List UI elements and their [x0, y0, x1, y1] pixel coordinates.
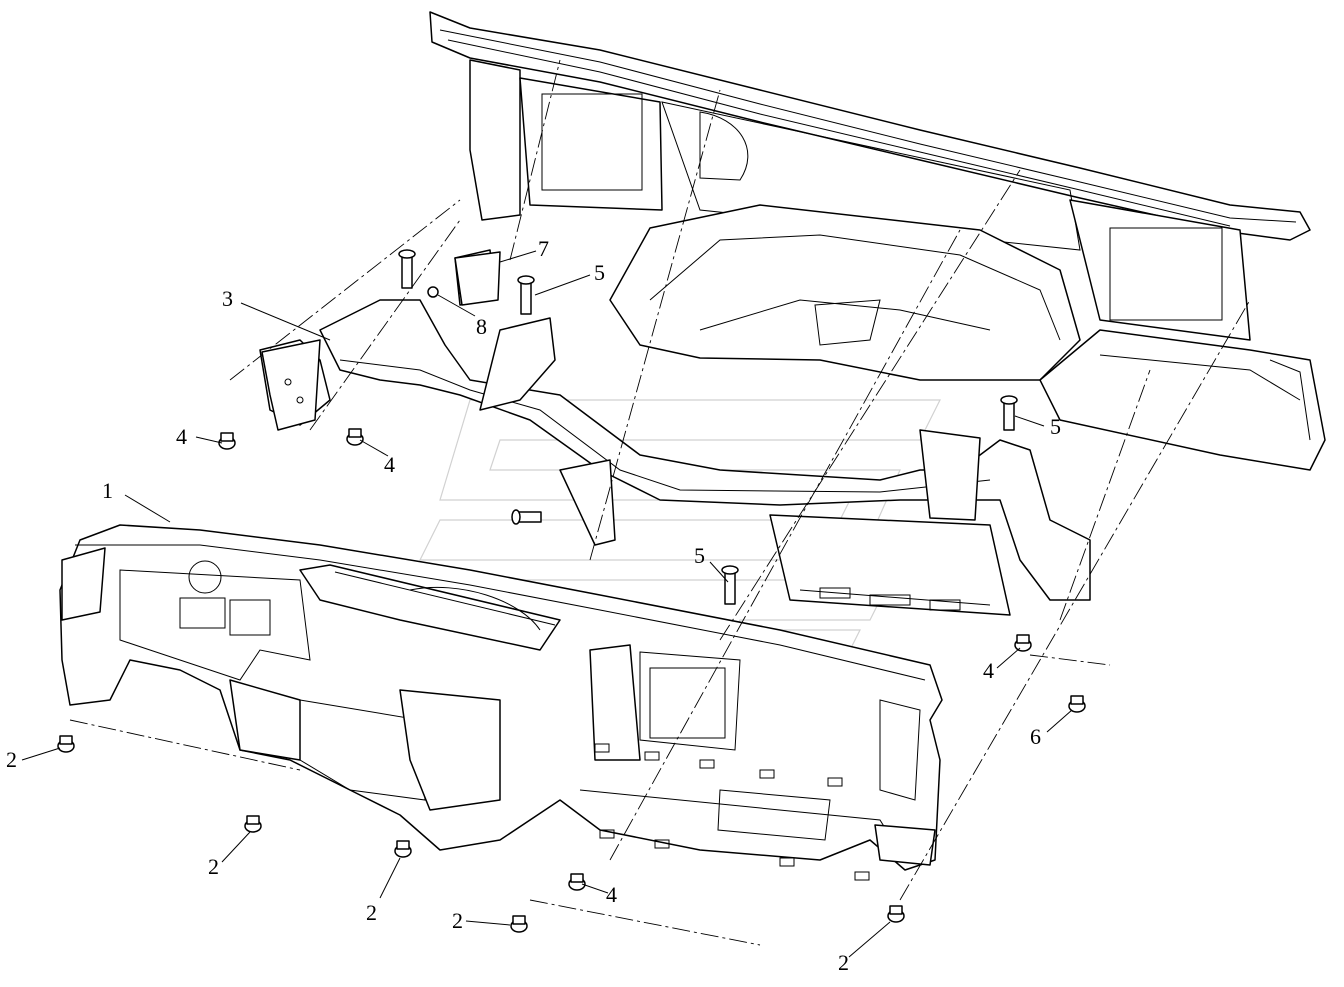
- bolt-6: [1068, 695, 1086, 713]
- bolt-2: [510, 915, 528, 933]
- callout-4: 4: [384, 452, 395, 477]
- bolt-5: [517, 275, 535, 315]
- bolt-4: [1014, 634, 1032, 652]
- callout-5: 5: [694, 543, 705, 568]
- fasteners: [57, 249, 1086, 933]
- bolt-5: [1000, 395, 1018, 431]
- bolt: [511, 509, 542, 525]
- assembly-center-lines: [69, 59, 1251, 946]
- callout-labels: 1 3 4 4 5 7 8 5 5 4 6 2 2 2 2 4 2: [6, 236, 1061, 975]
- callout-2: 2: [838, 950, 849, 975]
- bolt-4: [568, 873, 586, 891]
- callout-2: 2: [6, 747, 17, 772]
- bolt-2: [394, 840, 412, 858]
- bolt-4: [218, 432, 236, 450]
- callout-3: 3: [222, 286, 233, 311]
- nut-8: [427, 286, 439, 298]
- callout-4: 4: [606, 882, 617, 907]
- bracket-7: [454, 251, 501, 306]
- rear-cowl-structure: [429, 11, 1326, 471]
- bolt-5: [398, 249, 416, 289]
- bolt-5: [721, 565, 739, 605]
- bolt-4: [346, 428, 364, 446]
- callout-4: 4: [176, 424, 187, 449]
- callout-8: 8: [476, 314, 487, 339]
- bolt-2: [887, 905, 905, 923]
- side-bracket-3: [261, 339, 321, 431]
- dashboard-instrument-panel: [59, 524, 943, 881]
- callout-2: 2: [366, 900, 377, 925]
- callout-leaders: [21, 250, 1073, 958]
- callout-7: 7: [538, 236, 549, 261]
- callout-5: 5: [1050, 414, 1061, 439]
- callout-4: 4: [983, 658, 994, 683]
- callout-6: 6: [1030, 724, 1041, 749]
- callout-5: 5: [594, 260, 605, 285]
- bolt-2: [57, 735, 75, 753]
- callout-1: 1: [102, 478, 113, 503]
- callout-2: 2: [452, 908, 463, 933]
- callout-2: 2: [208, 854, 219, 879]
- bolt-2: [244, 815, 262, 833]
